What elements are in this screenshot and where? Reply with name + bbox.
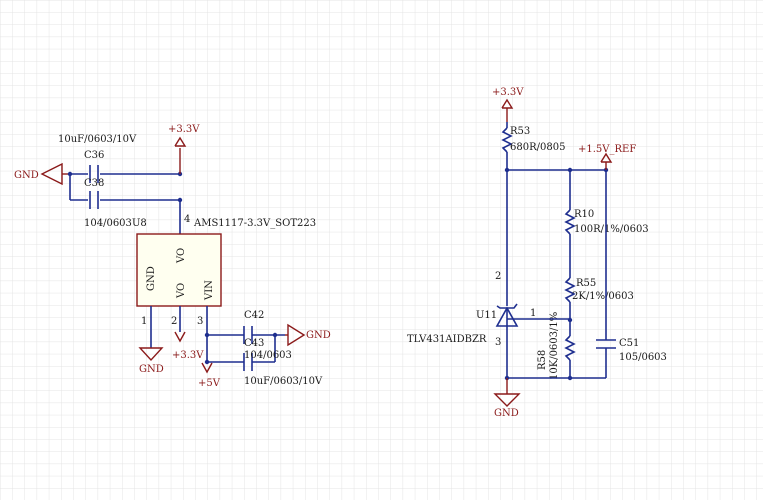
capacitor-c51: C51 105/0603 — [596, 170, 667, 378]
gnd-right-label: GND — [494, 408, 519, 419]
c43-ref: C43 — [244, 338, 264, 349]
resistor-r55: R55 2K/1%/0603 — [564, 277, 634, 320]
capacitor-c38: C38 104/0603 — [84, 178, 132, 229]
r55-ref: R55 — [576, 278, 596, 289]
u8-pin-vo-top-name: VO — [176, 248, 187, 264]
capacitor-c43: C43 104/0603 10uF/0603/10V — [243, 338, 323, 387]
gnd-bottom-u8: GND — [138, 347, 164, 375]
gnd-port-left-label: GND — [14, 170, 39, 181]
resistor-r10: R10 100R/1%/0603 — [564, 170, 649, 278]
power-15v-ref-label: +1.5V_REF — [578, 144, 636, 155]
r58-value: 10K/0603/1% — [549, 312, 560, 380]
c36-ref: C36 — [84, 150, 104, 161]
power-15v-ref: +1.5V_REF — [578, 144, 636, 170]
u11-pin1-number: 1 — [530, 308, 536, 319]
u11-ref: U11 — [476, 310, 497, 321]
ic-u11: 2 1 3 U11 TLV431AIDBZR — [407, 170, 570, 378]
u8-pin2-number: 2 — [171, 316, 177, 327]
u8-pin-vo-name: VO — [176, 283, 187, 299]
resistor-r58: R58 10K/0603/1% — [537, 312, 576, 380]
u8-pin4-number: 4 — [184, 214, 190, 225]
voltage-reference-circuit: +3.3V R53 680R/0805 +1.5V_REF R10 100R/1… — [407, 87, 667, 419]
c43-value-top: 104/0603 — [244, 350, 292, 361]
u11-part: TLV431AIDBZR — [407, 334, 487, 345]
capacitor-c36: C36 10uF/0603/10V — [58, 134, 137, 183]
u8-pin-gnd-name: GND — [146, 266, 157, 291]
u8-pin3-number: 3 — [197, 316, 203, 327]
power-3v3-bottom: +3.3V — [172, 331, 204, 361]
c36-value: 10uF/0603/10V — [58, 134, 137, 145]
power-3v3-bottom-label: +3.3V — [172, 350, 204, 361]
u8-ref: U8 — [132, 218, 147, 229]
resistor-r53: R53 680R/0805 — [501, 122, 565, 170]
r53-ref: R53 — [510, 126, 530, 137]
power-5v: +5V — [198, 362, 221, 389]
gnd-right: GND — [493, 378, 521, 419]
r58-ref: R58 — [537, 350, 548, 370]
capacitor-c42: C42 — [243, 310, 264, 344]
c43-value-bottom: 10uF/0603/10V — [244, 376, 323, 387]
u8-part: AMS1117-3.3V_SOT223 — [193, 218, 316, 229]
ldo-regulator-circuit: GND C36 10uF/0603/10V C38 104/0603 — [14, 124, 331, 389]
r55-value: 2K/1%/0603 — [572, 291, 634, 302]
power-5v-label: +5V — [198, 378, 221, 389]
u8-pin1-number: 1 — [141, 316, 147, 327]
c38-ref: C38 — [84, 178, 104, 189]
power-3v3-right-label: +3.3V — [492, 87, 524, 98]
r53-value: 680R/0805 — [510, 142, 565, 153]
gnd-port-right: GND — [285, 323, 331, 347]
c38-value: 104/0603 — [84, 218, 132, 229]
gnd-bottom-u8-label: GND — [139, 364, 164, 375]
ic-u8: 4 U8 AMS1117-3.3V_SOT223 GND VO VO VIN 1… — [132, 200, 316, 362]
u11-pin2-number: 2 — [495, 271, 501, 282]
r10-value: 100R/1%/0603 — [574, 224, 649, 235]
c51-value: 105/0603 — [619, 352, 667, 363]
c51-ref: C51 — [619, 338, 639, 349]
u11-pin3-number: 3 — [495, 337, 501, 348]
c42-ref: C42 — [244, 310, 264, 321]
r10-ref: R10 — [574, 209, 594, 220]
power-3v3-right: +3.3V — [492, 87, 524, 122]
u8-pin-vin-name: VIN — [204, 280, 215, 301]
power-3v3-top: +3.3V — [168, 124, 200, 174]
power-3v3-top-label: +3.3V — [168, 124, 200, 135]
gnd-port-right-label: GND — [306, 330, 331, 341]
